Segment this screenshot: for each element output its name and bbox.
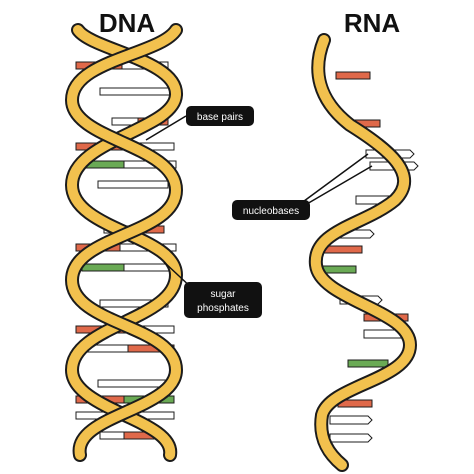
sugar-phosphates-label-line2: phosphates <box>197 303 249 314</box>
base-pairs-callout: base pairs <box>186 106 254 126</box>
callout-box <box>184 282 262 318</box>
dna-strand-b <box>66 25 182 460</box>
nucleobase <box>321 265 357 274</box>
callout-box <box>232 200 310 220</box>
base-pair <box>99 87 171 96</box>
rna-title: RNA <box>344 8 401 38</box>
nucleobase <box>329 415 373 425</box>
dna-sugar-phosphate-backbones <box>64 23 184 462</box>
nucleobase <box>335 71 371 80</box>
base-pairs-leader <box>145 115 187 141</box>
nucleobases-leader-2 <box>299 165 373 209</box>
nucleobase <box>347 359 389 368</box>
callout-box <box>186 106 254 126</box>
sugar-phosphates-label-line1: sugar <box>210 289 236 300</box>
nucleobases-callout: nucleobases <box>232 200 310 220</box>
rna-sugar-phosphate-backbone <box>308 33 418 472</box>
base-pairs-label: base pairs <box>197 112 243 123</box>
nucleobases-leader-1 <box>299 153 369 205</box>
base-pair <box>97 379 169 388</box>
base-pair <box>123 263 171 272</box>
nucleobases-label: nucleobases <box>243 206 299 217</box>
base-pair <box>81 263 125 272</box>
rna-strand <box>310 35 416 470</box>
nucleobase <box>329 433 373 443</box>
dna-title: DNA <box>99 8 156 38</box>
base-pair <box>97 180 169 189</box>
sugar-phosphates-callout: sugar phosphates <box>184 282 262 318</box>
